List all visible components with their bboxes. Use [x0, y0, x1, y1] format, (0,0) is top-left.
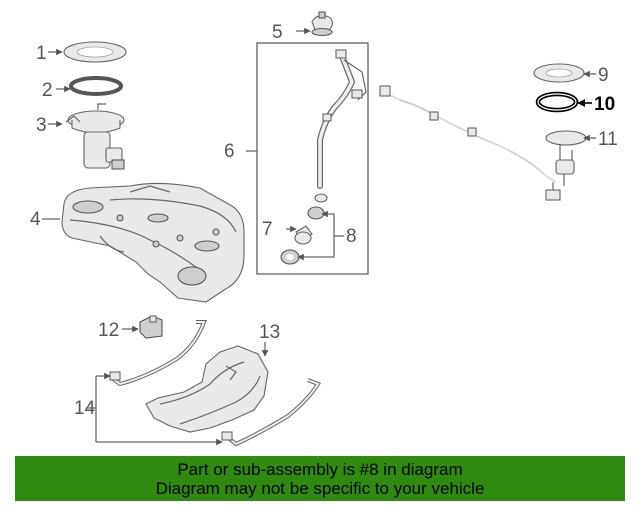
- callout-3: 14: [74, 398, 96, 419]
- part-2-heat-shield: [145, 345, 269, 433]
- callout-11: 6: [224, 141, 235, 162]
- callout-13: 8: [346, 226, 357, 247]
- banner-line-1: Part or sub-assembly is #8 in diagram: [177, 460, 463, 479]
- callout-6: 1: [36, 43, 47, 64]
- part-8-o-ring: [535, 91, 579, 113]
- part-9-seal: [533, 63, 585, 83]
- parts-diagram: 1 2 3 4 5 6 7 8 9 10 11 12: [30, 11, 618, 447]
- part-14-filler-cap: [311, 11, 333, 37]
- callout-10: 12: [98, 320, 119, 341]
- part-6-seal: [63, 41, 127, 63]
- part-1-fuel-tank: [61, 182, 245, 303]
- callout-4: 3: [36, 115, 47, 136]
- part-11-filler-pipe: [314, 49, 367, 203]
- callout-1: 4: [30, 209, 41, 230]
- banner-line-2: Diagram may not be specific to your vehi…: [155, 479, 485, 498]
- part-5-o-ring: [69, 76, 123, 96]
- callout-8: 10: [594, 94, 615, 115]
- part-4-fuel-pump: [65, 103, 125, 170]
- part-12-13-hose-clamps: [280, 206, 325, 265]
- callout-2: 13: [259, 322, 280, 343]
- callout-14: 5: [272, 22, 283, 43]
- part-10-bracket: [139, 315, 163, 339]
- part-7-sender: [545, 130, 587, 186]
- info-banner: Part or sub-assembly is #8 in diagram Di…: [15, 456, 625, 501]
- filler-assembly-box: [256, 42, 369, 275]
- callout-7: 11: [598, 129, 618, 150]
- callout-12: 7: [262, 219, 273, 240]
- vent-tube: [379, 85, 561, 201]
- part-3-straps: [109, 320, 321, 447]
- callout-5: 2: [42, 80, 53, 101]
- callout-9: 9: [598, 65, 609, 86]
- callouts: 1 2 3 4 5 6 7 8 9 10 11 12: [30, 22, 618, 446]
